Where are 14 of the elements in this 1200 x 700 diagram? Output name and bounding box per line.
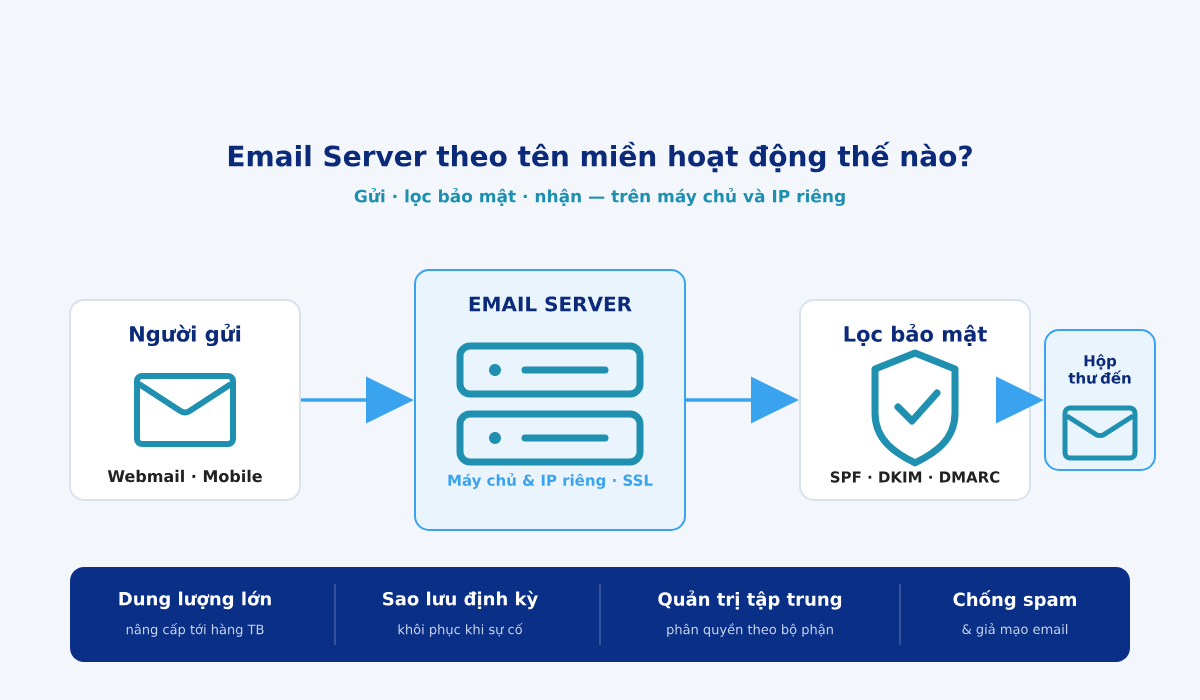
feature-note: phân quyền theo bộ phận xyxy=(667,623,833,637)
feature-heading: Chống spam xyxy=(953,590,1076,610)
feature-heading: Sao lưu định kỳ xyxy=(383,590,538,610)
inbox-card: Hộp thư đến xyxy=(1044,329,1156,471)
feature-note: & giả mạo email xyxy=(962,623,1068,637)
feature-heading: Dung lượng lớn xyxy=(119,590,271,610)
subtitle: Gửi · lọc bảo mật · nhận — trên máy chủ và IP riêng xyxy=(354,188,845,206)
feature-heading: Quản trị tập trung xyxy=(658,590,842,610)
feature-note: nâng cấp tới hàng TB xyxy=(126,623,264,637)
title: Email Server theo tên miền hoạt động thế nào? xyxy=(228,141,972,173)
server-card: EMAIL SERVER Máy chủ & IP riêng · SSL xyxy=(414,269,686,531)
sender-card: Người gửi Webmail · Mobile xyxy=(69,299,301,501)
filter-card: Lọc bảo mật SPF · DKIM · DMARC xyxy=(799,299,1031,501)
feature-note: khôi phục khi sự cố xyxy=(398,623,523,637)
